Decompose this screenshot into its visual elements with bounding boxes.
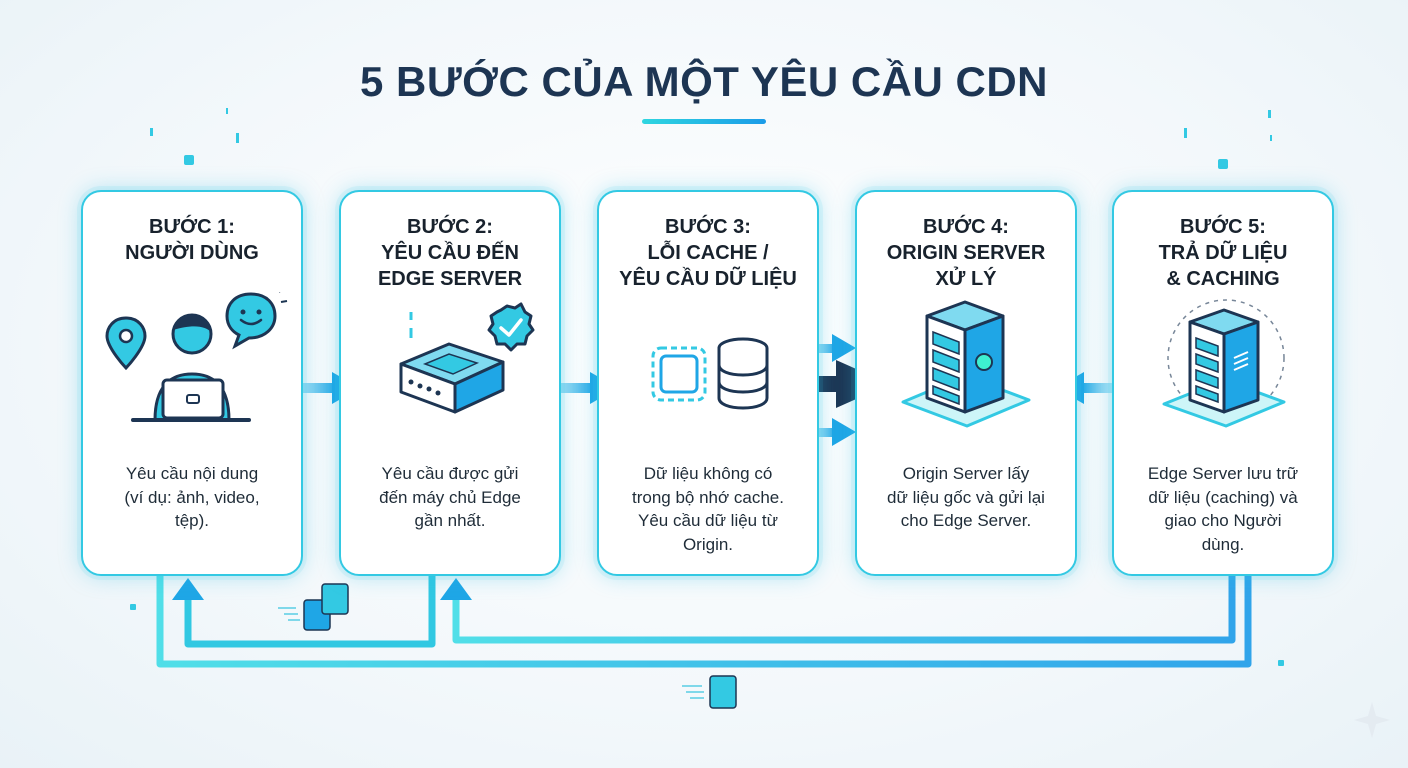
- step-description: Dữ liệu không có trong bộ nhớ cache. Yêu…: [632, 464, 784, 554]
- step-name-line2: XỬ LÝ: [935, 268, 997, 290]
- step-name-line1: TRẢ DỮ LIỆU: [1158, 242, 1288, 264]
- step-number: BƯỚC 5:: [1180, 216, 1266, 238]
- step-number: BƯỚC 4:: [923, 216, 1009, 238]
- up-arrow-step1: [172, 578, 204, 600]
- step-name-line2: & CACHING: [1166, 268, 1280, 290]
- step-card-5: BƯỚC 5: TRẢ DỮ LIỆU & CACHING Edge Serve…: [1112, 190, 1334, 576]
- step-name-line1: LỖI CACHE /: [647, 242, 769, 264]
- file-icon-bottom: [682, 675, 737, 709]
- checkmark-badge-icon: [487, 302, 535, 352]
- empty-cache-icon: [651, 346, 707, 402]
- step-description: Yêu cầu được gửi đến máy chủ Edge gần nh…: [379, 464, 521, 530]
- step-description: Edge Server lưu trữ dữ liệu (caching) và…: [1147, 464, 1299, 554]
- return-loop-inner: [452, 572, 1236, 644]
- step-name-line1: ORIGIN SERVER: [886, 242, 1046, 264]
- step-description: Origin Server lấy dữ liệu gốc và gửi lại…: [887, 464, 1045, 530]
- return-loop-step2: [184, 572, 436, 648]
- return-loop-outer: [156, 572, 1252, 668]
- edge-server-illustration: [399, 302, 535, 414]
- file-stack-icon: [278, 583, 349, 631]
- user-laptop-icon: [131, 313, 251, 422]
- step-card-4: BƯỚC 4: ORIGIN SERVER XỬ LÝ Origin Serve…: [855, 190, 1077, 576]
- step-title: BƯỚC 3: LỖI CACHE / YÊU CẦU DỮ LIỆU: [599, 214, 817, 292]
- edge-cache-illustration: [1162, 299, 1286, 428]
- cache-miss-illustration: [651, 337, 769, 410]
- step-name-line2: EDGE SERVER: [377, 268, 523, 290]
- step-card-1: BƯỚC 1: NGƯỜI DÙNG Yêu cầu nội dung (ví …: [81, 190, 303, 576]
- up-arrow-step2: [440, 578, 472, 600]
- step-card-3: BƯỚC 3: LỖI CACHE / YÊU CẦU DỮ LIỆU Dữ l…: [597, 190, 819, 576]
- step-title: BƯỚC 5: TRẢ DỮ LIỆU & CACHING: [1114, 214, 1332, 292]
- step-description: Yêu cầu nội dung (ví dụ: ảnh, video, tệp…: [124, 464, 260, 530]
- step-title: BƯỚC 1: NGƯỜI DÙNG: [83, 214, 301, 266]
- smiley-chat-icon: [225, 292, 288, 350]
- step-card-2: BƯỚC 2: YÊU CẦU ĐẾN EDGE SERVER Yêu cầu …: [339, 190, 561, 576]
- location-pin-icon: [105, 316, 147, 371]
- database-icon: [717, 337, 769, 410]
- step-name: NGƯỜI DÙNG: [125, 242, 259, 264]
- edge-server-tower-icon: [1162, 299, 1286, 428]
- page-title: 5 BƯỚC CỦA MỘT YÊU CẦU CDN: [359, 58, 1049, 105]
- user-laptop-illustration: [105, 292, 288, 422]
- step-name-line1: YÊU CẦU ĐẾN: [381, 242, 519, 264]
- sparkle-icon: [1354, 702, 1390, 738]
- step-number: BƯỚC 1:: [149, 216, 235, 238]
- origin-server-tower-icon: [901, 300, 1031, 428]
- origin-server-illustration: [901, 300, 1031, 428]
- step-name-line2: YÊU CẦU DỮ LIỆU: [619, 268, 797, 290]
- edge-server-box-icon: [399, 312, 505, 414]
- step-title: BƯỚC 4: ORIGIN SERVER XỬ LÝ: [857, 214, 1075, 292]
- title-underline: [642, 119, 766, 124]
- step-number: BƯỚC 3:: [665, 216, 751, 238]
- step-number: BƯỚC 2:: [407, 216, 493, 238]
- step-title: BƯỚC 2: YÊU CẦU ĐẾN EDGE SERVER: [341, 214, 559, 292]
